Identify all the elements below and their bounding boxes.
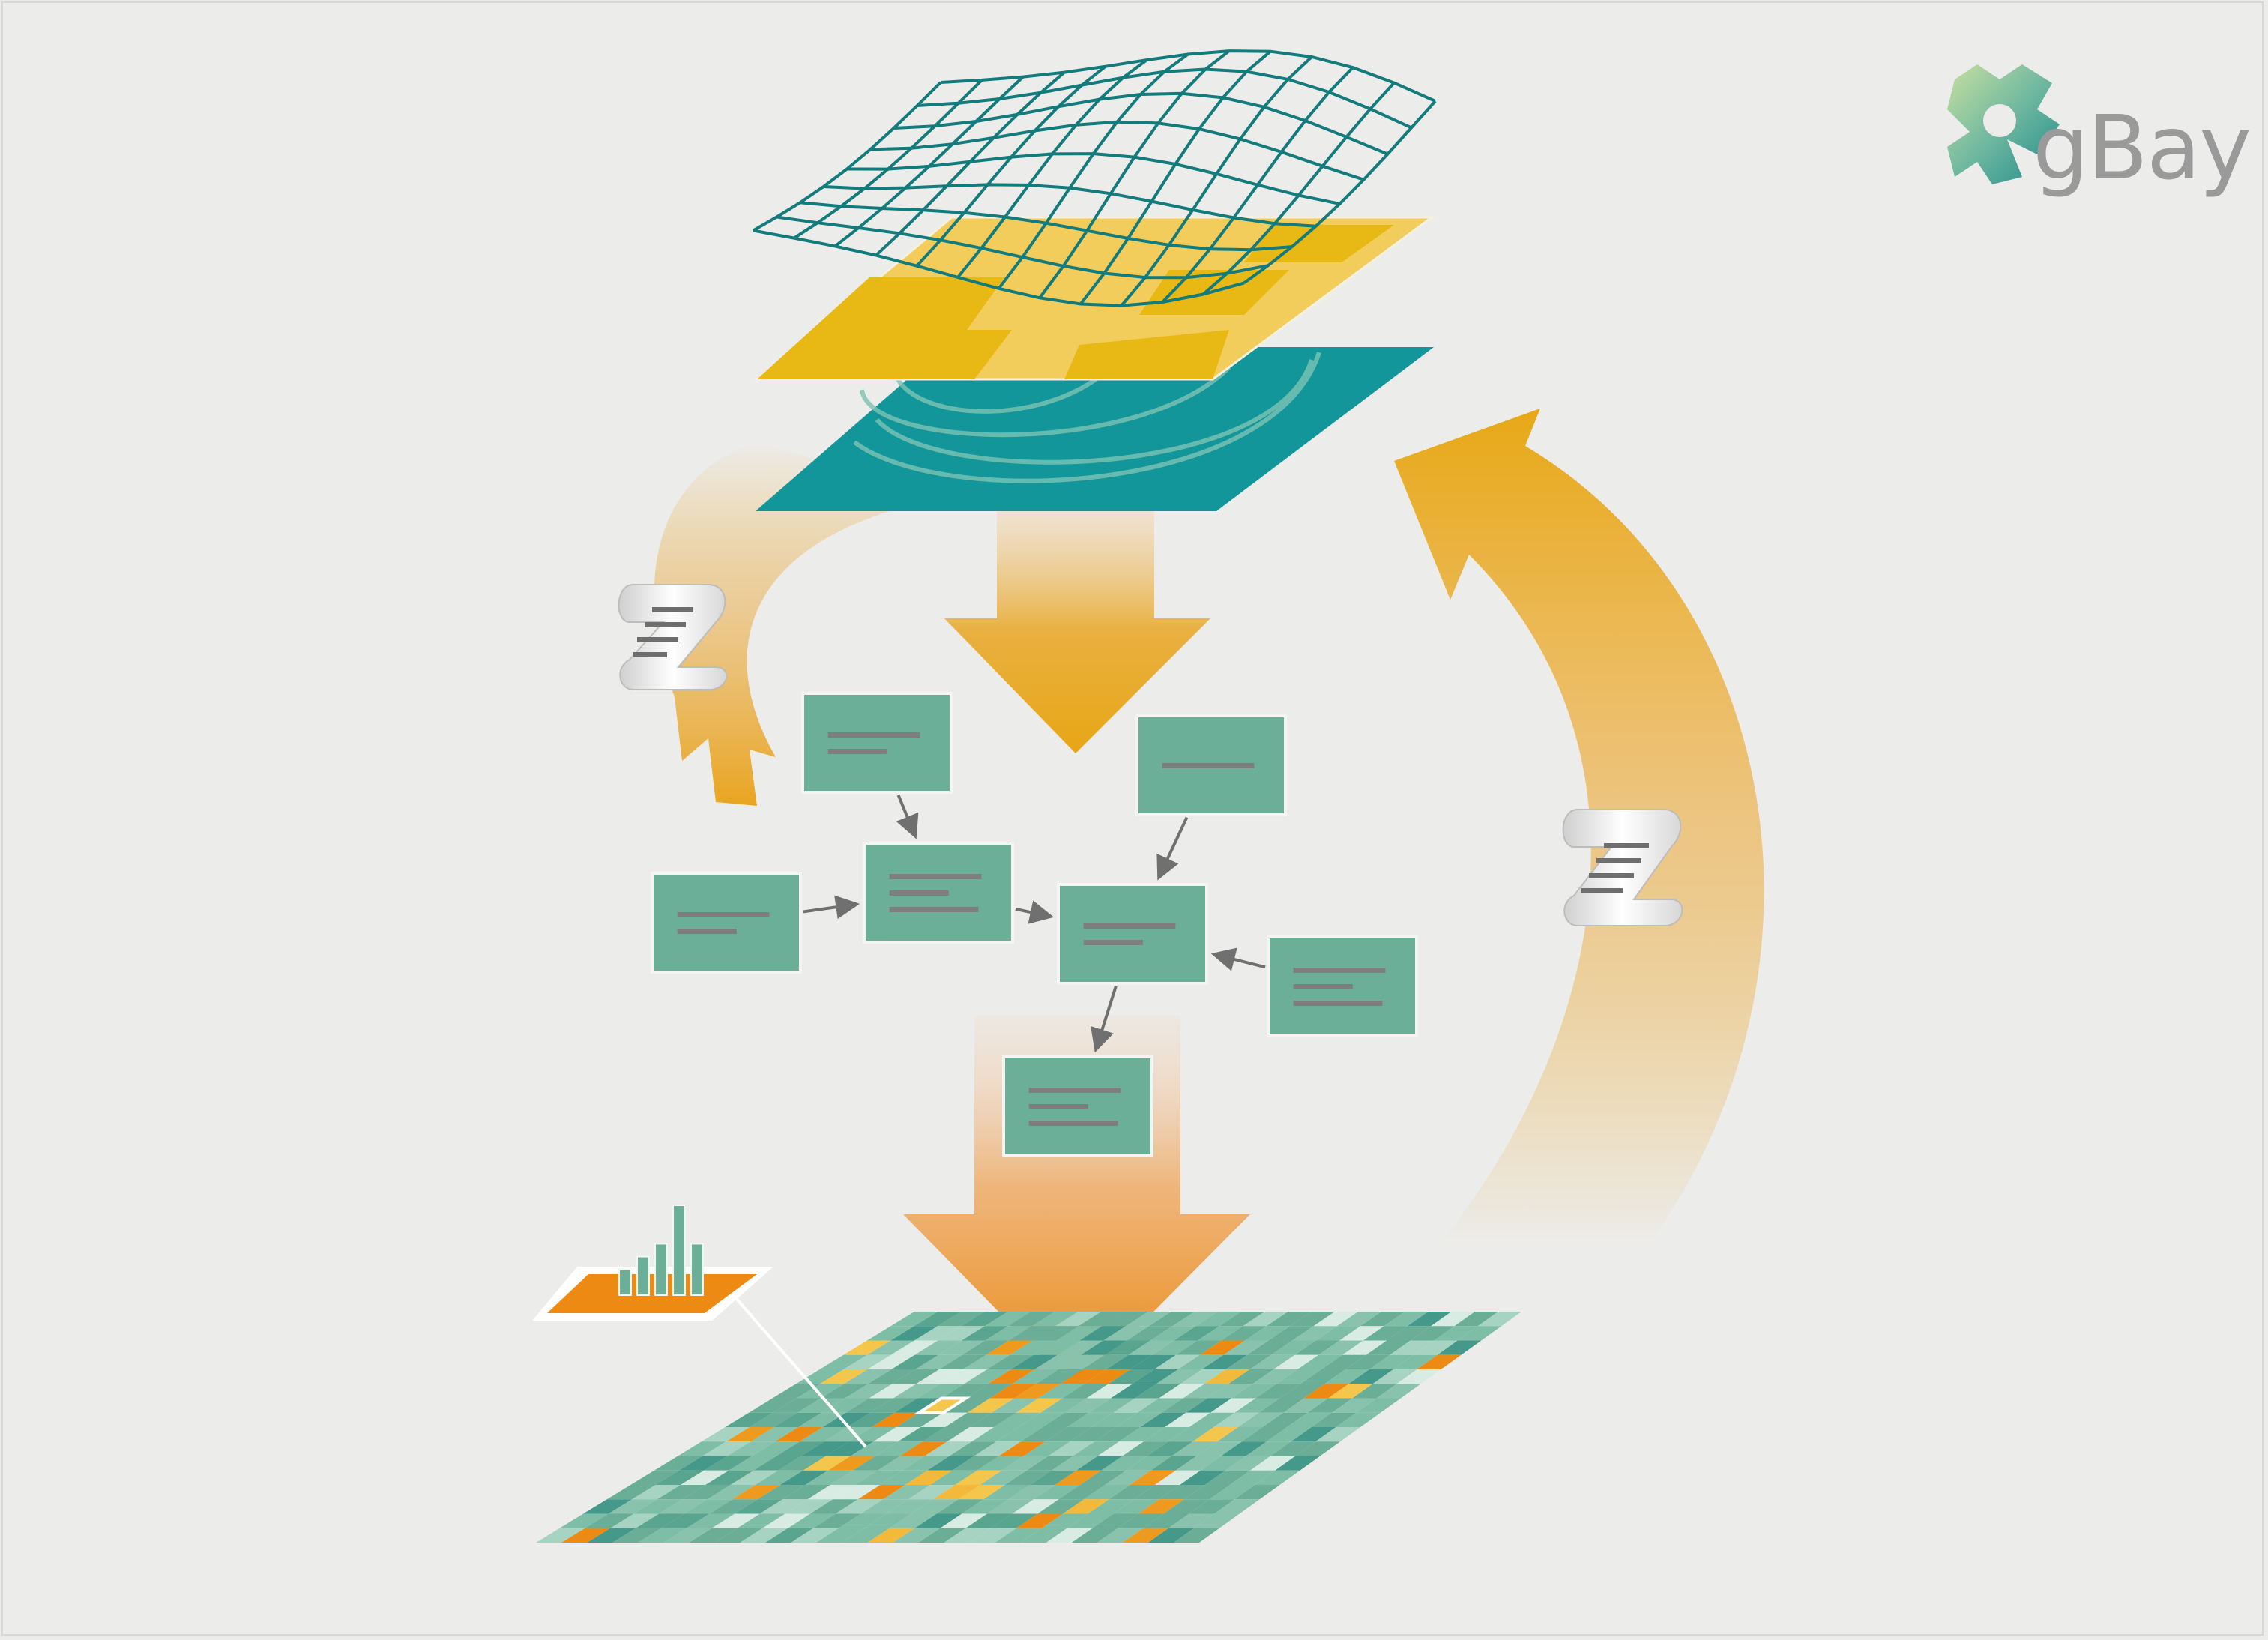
left-feedback-arrow: [654, 442, 944, 806]
workflow-node-n1: [651, 872, 802, 974]
down-arrow-upper: [944, 510, 1210, 753]
histogram-bar: [654, 1243, 668, 1297]
workflow-node-n6: [1267, 935, 1418, 1037]
mesh-grid-layer: [753, 49, 1437, 307]
histogram-bar: [618, 1268, 632, 1296]
scroll-document-icon: [1562, 809, 1683, 926]
histogram-bar: [672, 1205, 686, 1296]
right-feedback-arrow: [1394, 409, 1764, 1244]
bar-chart-icon: [532, 1205, 773, 1321]
highlighted-cell: [914, 1396, 971, 1414]
edge-n5-n7: [1091, 986, 1118, 1053]
cell-connector-line: [733, 1295, 867, 1448]
edge-n4-n5: [1015, 900, 1055, 924]
workflow-edges: [803, 794, 1266, 1053]
workflow-node-n3: [801, 692, 953, 794]
workflow-node-n4: [863, 842, 1014, 944]
histogram-bar: [690, 1243, 704, 1297]
down-arrow-lower: [903, 1016, 1250, 1390]
edge-n3-n4: [896, 794, 919, 839]
result-heatmap-layer: [536, 1312, 1521, 1543]
brand-wordmark: gBay: [2033, 96, 2252, 199]
edge-n1-n4: [803, 895, 860, 920]
workflow-node-n2: [1135, 714, 1287, 816]
workflow-node-n7: [1002, 1055, 1153, 1157]
edge-n2-n5: [1156, 816, 1189, 881]
edge-n6-n5: [1210, 947, 1266, 971]
workflow-node-n5: [1057, 883, 1208, 985]
histogram-bar: [636, 1255, 650, 1296]
scroll-document-icon: [618, 584, 728, 690]
teal-contour-layer: [756, 347, 1434, 511]
gbay-puzzle-logo-icon: [1947, 64, 2060, 184]
workflow-nodes: [651, 692, 1418, 1157]
